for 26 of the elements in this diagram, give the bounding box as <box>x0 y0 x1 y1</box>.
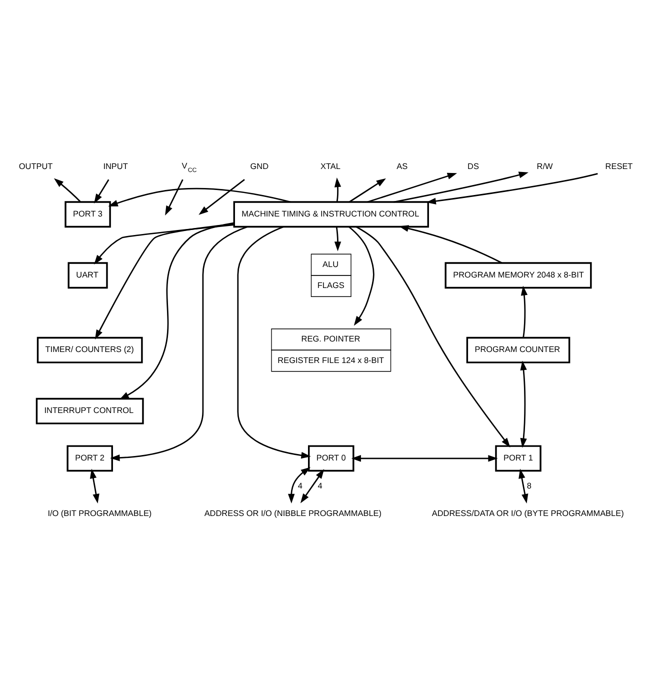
arrow <box>356 226 510 448</box>
arrow <box>334 178 342 202</box>
arrow <box>426 173 598 204</box>
arrow <box>348 226 374 326</box>
arrow <box>165 179 184 216</box>
arrow <box>94 223 234 340</box>
arrow <box>54 178 81 202</box>
arrow <box>108 188 291 206</box>
arrow <box>367 172 458 203</box>
arrow <box>351 455 498 462</box>
arrow <box>94 179 110 204</box>
arrow <box>398 225 502 264</box>
arrow <box>348 178 386 203</box>
arrow <box>300 469 324 504</box>
arrow <box>288 467 310 504</box>
arrow <box>237 226 311 459</box>
arrow <box>520 360 527 448</box>
arrow <box>518 468 528 504</box>
arrow <box>198 179 245 215</box>
arrow <box>110 226 248 462</box>
arrow <box>119 222 234 400</box>
arrow <box>520 286 528 338</box>
arrow <box>90 468 100 504</box>
arrow <box>334 226 342 252</box>
arrow <box>94 224 234 265</box>
arrow <box>394 172 528 203</box>
